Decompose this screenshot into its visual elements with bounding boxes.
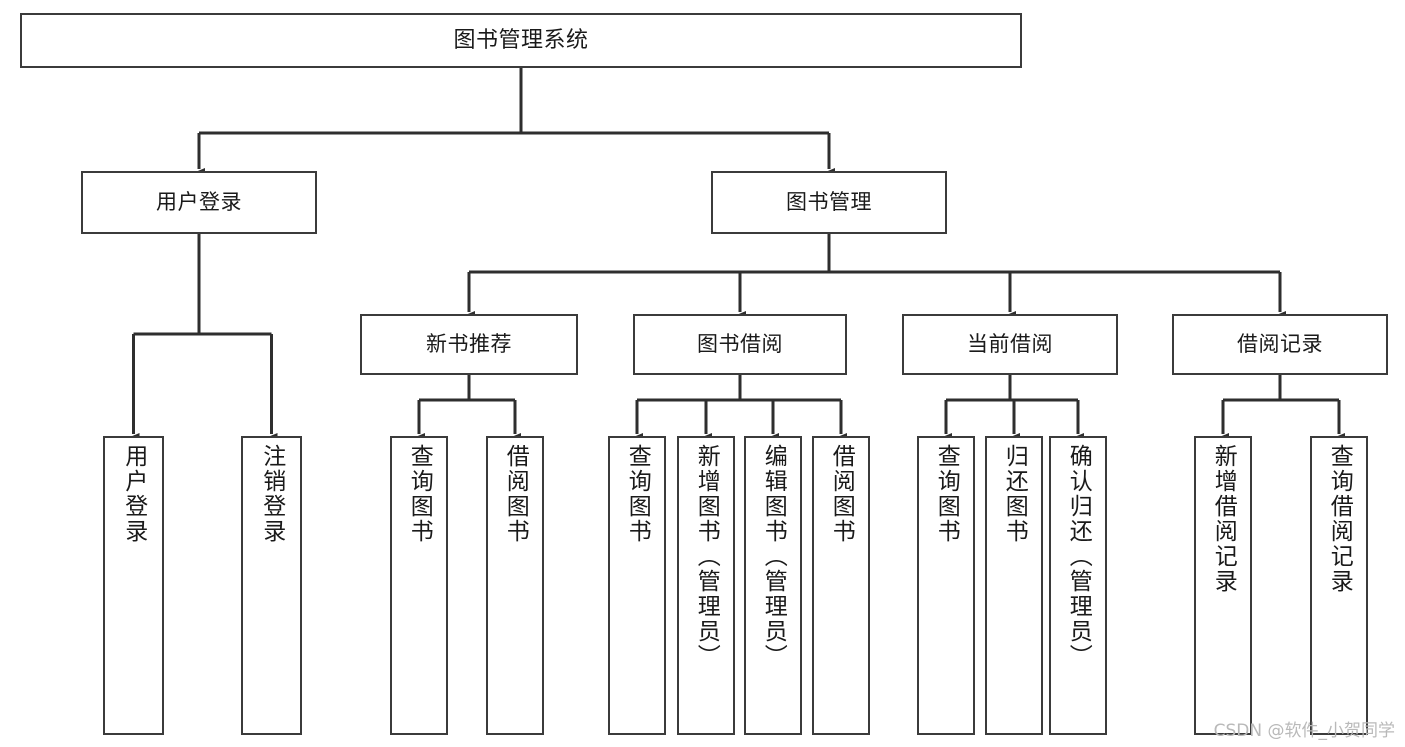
node-label: 新增借阅记录 [1210, 444, 1237, 594]
node-book-borrow[interactable]: 图书借阅 [633, 314, 847, 375]
node-label: 注销登录 [258, 444, 285, 544]
node-label: 查询借阅记录 [1326, 444, 1353, 594]
node-current-borrow[interactable]: 当前借阅 [902, 314, 1118, 375]
node-label: 图书借阅 [697, 332, 783, 357]
node-label: 图书管理 [786, 190, 872, 215]
node-leaf-add-book[interactable]: 新增图书（管理员） [677, 436, 735, 735]
node-label: 查询图书 [406, 444, 433, 544]
node-label: 借阅图书 [502, 444, 529, 544]
node-label: 借阅图书 [828, 444, 855, 544]
node-label: 查询图书 [624, 444, 651, 544]
node-label: 图书管理系统 [453, 27, 589, 53]
node-leaf-return-book[interactable]: 归还图书 [985, 436, 1043, 735]
node-label: 编辑图书（管理员） [760, 444, 787, 669]
node-root[interactable]: 图书管理系统 [20, 13, 1022, 68]
node-leaf-logout[interactable]: 注销登录 [241, 436, 302, 735]
node-leaf-borrow-book-rec[interactable]: 借阅图书 [486, 436, 544, 735]
node-leaf-add-record[interactable]: 新增借阅记录 [1194, 436, 1252, 735]
node-label: 当前借阅 [967, 332, 1053, 357]
node-leaf-user-login[interactable]: 用户登录 [103, 436, 164, 735]
node-leaf-query-book-rec[interactable]: 查询图书 [390, 436, 448, 735]
node-leaf-query-record[interactable]: 查询借阅记录 [1310, 436, 1368, 735]
node-new-book-recommend[interactable]: 新书推荐 [360, 314, 578, 375]
node-label: 借阅记录 [1237, 332, 1323, 357]
node-leaf-borrow-book-bb[interactable]: 借阅图书 [812, 436, 870, 735]
node-label: 新增图书（管理员） [693, 444, 720, 669]
node-leaf-confirm-return[interactable]: 确认归还（管理员） [1049, 436, 1107, 735]
node-label: 用户登录 [156, 190, 242, 215]
node-leaf-query-book-bb[interactable]: 查询图书 [608, 436, 666, 735]
node-label: 用户登录 [120, 444, 147, 544]
node-label: 归还图书 [1001, 444, 1028, 544]
node-label: 查询图书 [933, 444, 960, 544]
node-label: 新书推荐 [426, 332, 512, 357]
node-leaf-query-book-cb[interactable]: 查询图书 [917, 436, 975, 735]
node-borrow-record[interactable]: 借阅记录 [1172, 314, 1388, 375]
node-label: 确认归还（管理员） [1065, 444, 1092, 669]
node-leaf-edit-book[interactable]: 编辑图书（管理员） [744, 436, 802, 735]
node-user-login[interactable]: 用户登录 [81, 171, 317, 234]
node-book-manage[interactable]: 图书管理 [711, 171, 947, 234]
